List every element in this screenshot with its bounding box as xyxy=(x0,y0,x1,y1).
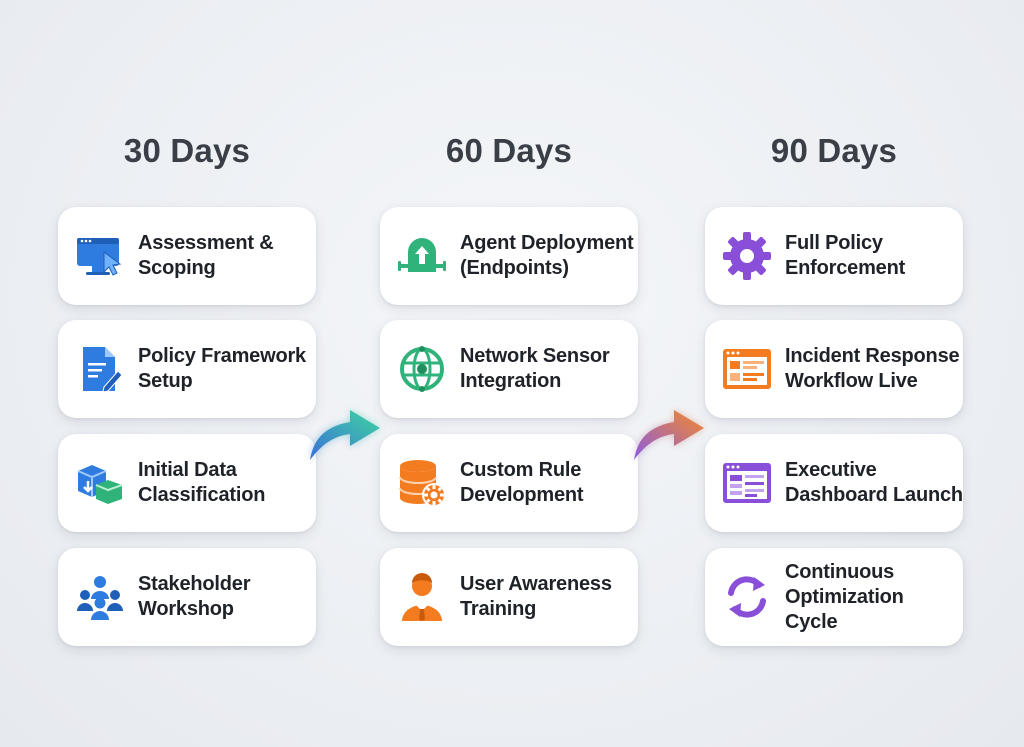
card-agent-deployment: Agent Deployment (Endpoints) xyxy=(380,207,638,305)
card-policy-framework: Policy Framework Setup xyxy=(58,320,316,418)
card-incident-response: Incident Response Workflow Live xyxy=(705,320,963,418)
card-label: Full Policy Enforcement xyxy=(785,232,906,279)
card-full-policy-enforcement: Full Policy Enforcement xyxy=(705,207,963,305)
card-label: Policy Framework Setup xyxy=(138,345,306,392)
upload-dome-icon xyxy=(396,230,448,282)
card-label: Custom Rule Development xyxy=(460,459,584,506)
card-label: Stakeholder Workshop xyxy=(138,573,251,620)
card-label: User Awareness Training xyxy=(460,573,612,620)
card-initial-data-classification: Initial Data Classification xyxy=(58,434,316,532)
column-title-60-days: 60 Days xyxy=(445,132,573,169)
card-label: Network Sensor Integration xyxy=(460,345,610,392)
column-title-30-days: 30 Days xyxy=(123,132,251,169)
column-title-90-days: 90 Days xyxy=(770,132,898,169)
document-edit-icon xyxy=(74,343,126,395)
card-label: Assessment & Scoping xyxy=(138,232,274,279)
card-label: Executive Dashboard Launch xyxy=(785,459,963,506)
workflow-window-icon xyxy=(721,343,773,395)
card-assessment-scoping: Assessment & Scoping xyxy=(58,207,316,305)
refresh-cycle-icon xyxy=(721,571,773,623)
network-globe-icon xyxy=(396,343,448,395)
dashboard-window-icon xyxy=(721,457,773,509)
user-tie-icon xyxy=(396,571,448,623)
card-stakeholder-workshop: Stakeholder Workshop xyxy=(58,548,316,646)
transition-arrow-30-to-60 xyxy=(310,410,380,460)
card-label: Continuous Optimization Cycle xyxy=(785,560,904,633)
card-user-awareness: User Awareness Training xyxy=(380,548,638,646)
card-continuous-optimization: Continuous Optimization Cycle xyxy=(705,548,963,646)
card-executive-dashboard: Executive Dashboard Launch xyxy=(705,434,963,532)
people-group-icon xyxy=(74,571,126,623)
card-custom-rule: Custom Rule Development xyxy=(380,434,638,532)
card-label: Initial Data Classification xyxy=(138,459,266,506)
card-label: Agent Deployment (Endpoints) xyxy=(460,232,634,279)
gear-icon xyxy=(721,230,773,282)
monitor-cursor-icon xyxy=(74,230,126,282)
boxes-sort-icon xyxy=(74,457,126,509)
database-gear-icon xyxy=(396,457,448,509)
card-label: Incident Response Workflow Live xyxy=(785,345,960,392)
card-network-sensor: Network Sensor Integration xyxy=(380,320,638,418)
transition-arrow-60-to-90 xyxy=(634,410,704,460)
